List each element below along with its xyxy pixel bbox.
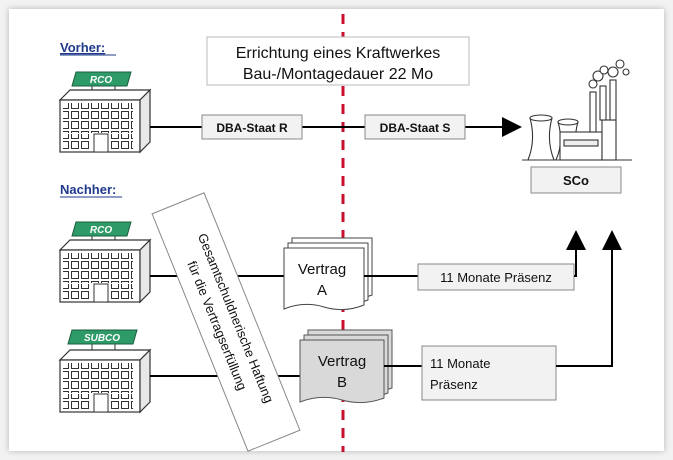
presence-a-box: 11 Monate Präsenz bbox=[417, 263, 575, 291]
contract-a-doc: Vertrag A bbox=[283, 237, 373, 311]
client-sco-label: SCo bbox=[563, 173, 589, 188]
liability-box: Gesamtschuldnerische Haftung für die Ver… bbox=[151, 192, 301, 452]
contract-b-line2: B bbox=[337, 374, 347, 391]
presence-b-line1: 11 Monate bbox=[430, 356, 490, 371]
state-s-box: DBA-Staat S bbox=[364, 114, 466, 140]
presence-b-box: 11 Monate Präsenz bbox=[421, 345, 557, 401]
before-label: Vorher: bbox=[60, 40, 105, 55]
contract-b-line1: Vertrag bbox=[318, 353, 366, 370]
state-r-box: DBA-Staat R bbox=[201, 114, 303, 140]
building-subco-label: SUBCO bbox=[84, 333, 120, 344]
building-subco: SUBCO bbox=[58, 329, 152, 414]
contract-a-line1: Vertrag bbox=[298, 261, 346, 278]
presence-b-line2: Präsenz bbox=[430, 377, 478, 392]
client-sco-box: SCo bbox=[530, 166, 622, 194]
building-rco-top: RCO bbox=[58, 71, 152, 154]
power-plant-icon bbox=[522, 59, 632, 161]
building-rco-bottom-label: RCO bbox=[90, 225, 112, 236]
presence-a-to-sco-arrow bbox=[566, 230, 586, 277]
project-line2: Bau-/Montagedauer 22 Mo bbox=[243, 66, 433, 83]
project-box: Errichtung eines Kraftwerkes Bau-/Montag… bbox=[206, 36, 470, 86]
presence-a-label: 11 Monate Präsenz bbox=[440, 270, 552, 285]
building-rco-top-label: RCO bbox=[90, 75, 112, 86]
presence-b-to-sco-arrow bbox=[556, 230, 622, 367]
project-line1: Errichtung eines Kraftwerkes bbox=[236, 45, 441, 62]
state-r-label: DBA-Staat R bbox=[216, 121, 288, 135]
after-label: Nachher: bbox=[60, 182, 116, 197]
contract-a-line2: A bbox=[317, 282, 327, 299]
building-rco-bottom: RCO bbox=[58, 221, 152, 304]
state-s-label: DBA-Staat S bbox=[380, 121, 451, 135]
contract-b-doc: Vertrag B bbox=[299, 329, 393, 404]
